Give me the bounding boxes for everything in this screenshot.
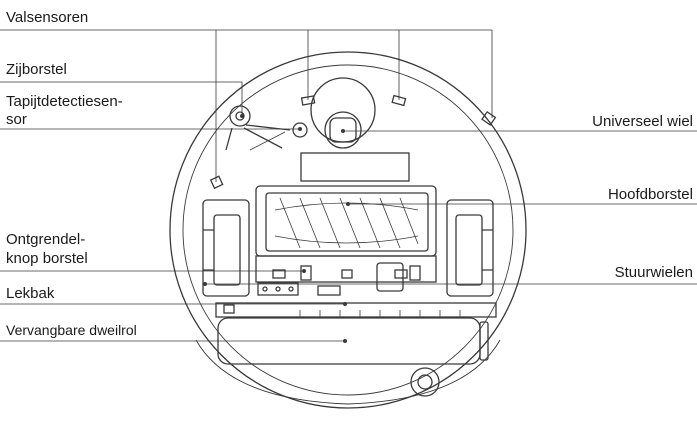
right-drive-wheel <box>446 199 494 297</box>
label-cliff-sensors: Valsensoren <box>6 9 89 26</box>
rear-wheel <box>410 367 440 397</box>
leader-cliff <box>0 29 493 182</box>
cliff-sensor-1 <box>300 95 316 106</box>
label-carpet-sensor-line2: sor <box>6 111 27 128</box>
leader-side-brush <box>0 81 243 116</box>
label-mop-roller: Vervangbare dweilrol <box>6 322 137 338</box>
label-main-brush: Hoofdborstel <box>607 186 693 203</box>
cliff-sensor-4 <box>481 110 497 126</box>
dock-contact <box>376 262 404 292</box>
main-brush-module <box>255 185 437 257</box>
label-release-button-line2: knop borstel <box>6 250 88 267</box>
drip-tray <box>215 302 497 318</box>
brush-release-button-area <box>255 255 437 296</box>
carpet-sensor-icon <box>292 122 308 138</box>
label-release-button-line1: Ontgrendel- <box>6 231 86 248</box>
label-drive-wheels: Stuurwielen <box>614 264 693 281</box>
label-plate <box>300 152 410 182</box>
robot-body-outer <box>169 51 527 409</box>
label-drip-tray: Lekbak <box>6 285 55 302</box>
universal-wheel-icon <box>310 77 376 149</box>
side-brush-icon <box>225 105 291 151</box>
left-drive-wheel <box>202 199 250 297</box>
cliff-sensor-2 <box>391 94 407 107</box>
label-side-brush: Zijborstel <box>6 61 67 78</box>
label-carpet-sensor-line1: Tapijtdetectiesen- <box>6 93 123 110</box>
cliff-sensor-3 <box>209 175 224 190</box>
label-universal-wheel: Universeel wiel <box>592 113 693 130</box>
robot-body-inner <box>182 64 514 396</box>
